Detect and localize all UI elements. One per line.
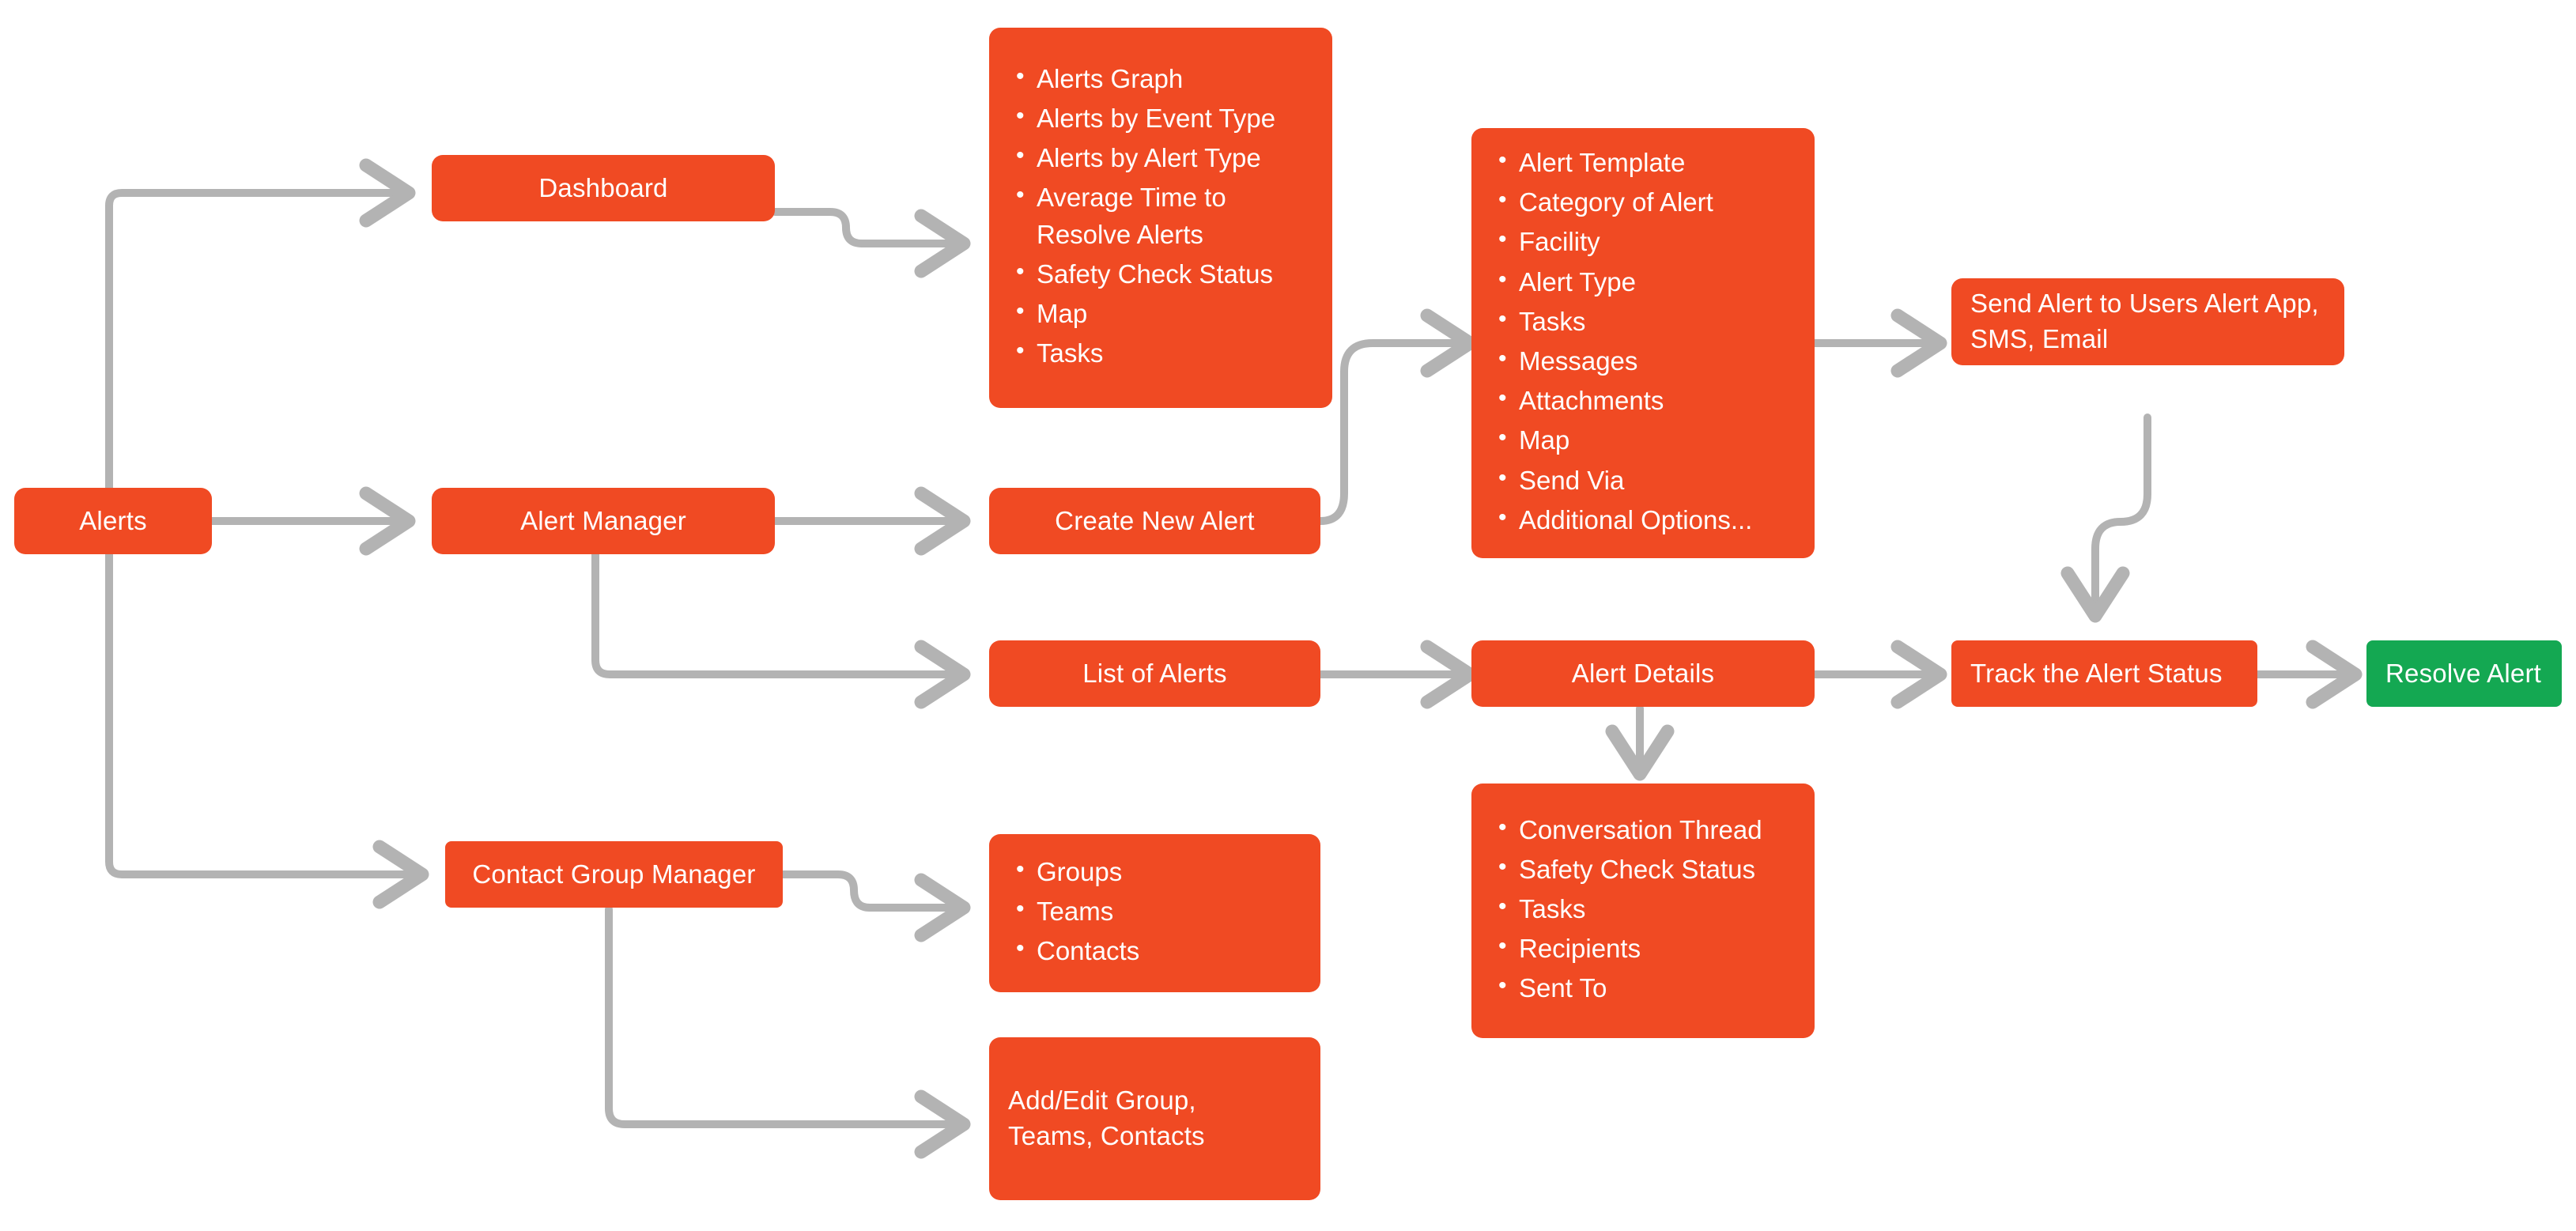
edge-alerts-to-dashboard [105, 158, 416, 526]
list-item: Recipients [1498, 930, 1762, 967]
node-create-new-alert[interactable]: Create New Alert [989, 488, 1320, 554]
list-item: Map [1498, 421, 1752, 459]
node-add-edit-group[interactable]: Add/Edit Group, Teams, Contacts [989, 1037, 1320, 1200]
list-item: Additional Options... [1498, 501, 1752, 538]
list-item: Tasks [1498, 890, 1762, 927]
node-contact-group-manager-label: Contact Group Manager [472, 859, 756, 889]
list-item: Alert Template [1498, 144, 1752, 181]
node-list-of-alerts[interactable]: List of Alerts [989, 640, 1320, 707]
list-item: Safety Check Status [1498, 851, 1762, 888]
node-track-alert-status[interactable]: Track the Alert Status [1951, 640, 2257, 707]
list-item: Safety Check Status [1016, 255, 1275, 293]
list-item: Tasks [1498, 303, 1752, 340]
list-item: Facility [1498, 223, 1752, 260]
list-item: Teams [1016, 893, 1139, 930]
node-list-of-alerts-label: List of Alerts [1082, 658, 1227, 688]
node-alert-manager[interactable]: Alert Manager [432, 488, 775, 554]
node-send-alert[interactable]: Send Alert to Users Alert App, SMS, Emai… [1951, 278, 2344, 365]
list-item: Alert Type [1498, 263, 1752, 300]
node-contact-group-manager[interactable]: Contact Group Manager [445, 841, 783, 908]
node-send-alert-label: Send Alert to Users Alert App, SMS, Emai… [1970, 289, 2319, 353]
list-item: Alerts by Alert Type [1016, 139, 1275, 176]
node-dashboard[interactable]: Dashboard [432, 155, 775, 221]
node-alert-details[interactable]: Alert Details [1471, 640, 1815, 707]
node-alert-details-label: Alert Details [1571, 658, 1715, 688]
node-alerts-label: Alerts [79, 505, 147, 535]
list-item: Conversation Thread [1498, 811, 1762, 848]
node-dashboard-features[interactable]: Alerts Graph Alerts by Event Type Alerts… [989, 28, 1332, 408]
node-add-edit-group-label: Add/Edit Group, Teams, Contacts [1008, 1086, 1205, 1150]
node-alert-manager-label: Alert Manager [520, 505, 686, 535]
list-item: Attachments [1498, 382, 1752, 419]
alert-details-fields-list: Conversation Thread Safety Check Status … [1486, 811, 1770, 1010]
node-alert-details-fields[interactable]: Conversation Thread Safety Check Status … [1471, 784, 1815, 1038]
node-dashboard-label: Dashboard [538, 172, 668, 202]
node-resolve-alert[interactable]: Resolve Alert [2366, 640, 2562, 707]
list-item: Map [1016, 295, 1275, 332]
dashboard-features-list: Alerts Graph Alerts by Event Type Alerts… [1003, 60, 1283, 376]
node-create-alert-fields[interactable]: Alert Template Category of Alert Facilit… [1471, 128, 1815, 558]
node-resolve-alert-label: Resolve Alert [2385, 658, 2542, 688]
list-item: Sent To [1498, 969, 1762, 1006]
list-item: Send Via [1498, 462, 1752, 499]
node-contact-group-entities[interactable]: Groups Teams Contacts [989, 834, 1320, 992]
edge-dashboard-to-features [771, 208, 971, 278]
node-create-new-alert-label: Create New Alert [1055, 505, 1255, 535]
edge-alerts-to-contact-group-manager [105, 549, 429, 909]
list-item: Messages [1498, 342, 1752, 379]
list-item: Category of Alert [1498, 183, 1752, 221]
create-alert-fields-list: Alert Template Category of Alert Facilit… [1486, 144, 1760, 542]
edge-send-alert-to-track-status [2060, 413, 2151, 623]
node-alerts[interactable]: Alerts [14, 488, 212, 554]
node-track-alert-status-label: Track the Alert Status [1970, 658, 2223, 688]
list-item: Tasks [1016, 334, 1275, 372]
edge-create-new-alert-to-fields [1316, 308, 1477, 525]
contact-group-entities-list: Groups Teams Contacts [1003, 853, 1147, 973]
edge-contact-group-manager-to-add-edit [605, 905, 971, 1159]
list-item: Contacts [1016, 932, 1139, 969]
list-item: Alerts Graph [1016, 60, 1275, 97]
list-item: Groups [1016, 853, 1139, 890]
edge-alert-manager-to-list-of-alerts [591, 549, 971, 709]
list-item: Average Time to Resolve Alerts [1016, 179, 1275, 252]
list-item: Alerts by Event Type [1016, 100, 1275, 137]
edge-contact-group-manager-to-entities [779, 870, 971, 942]
